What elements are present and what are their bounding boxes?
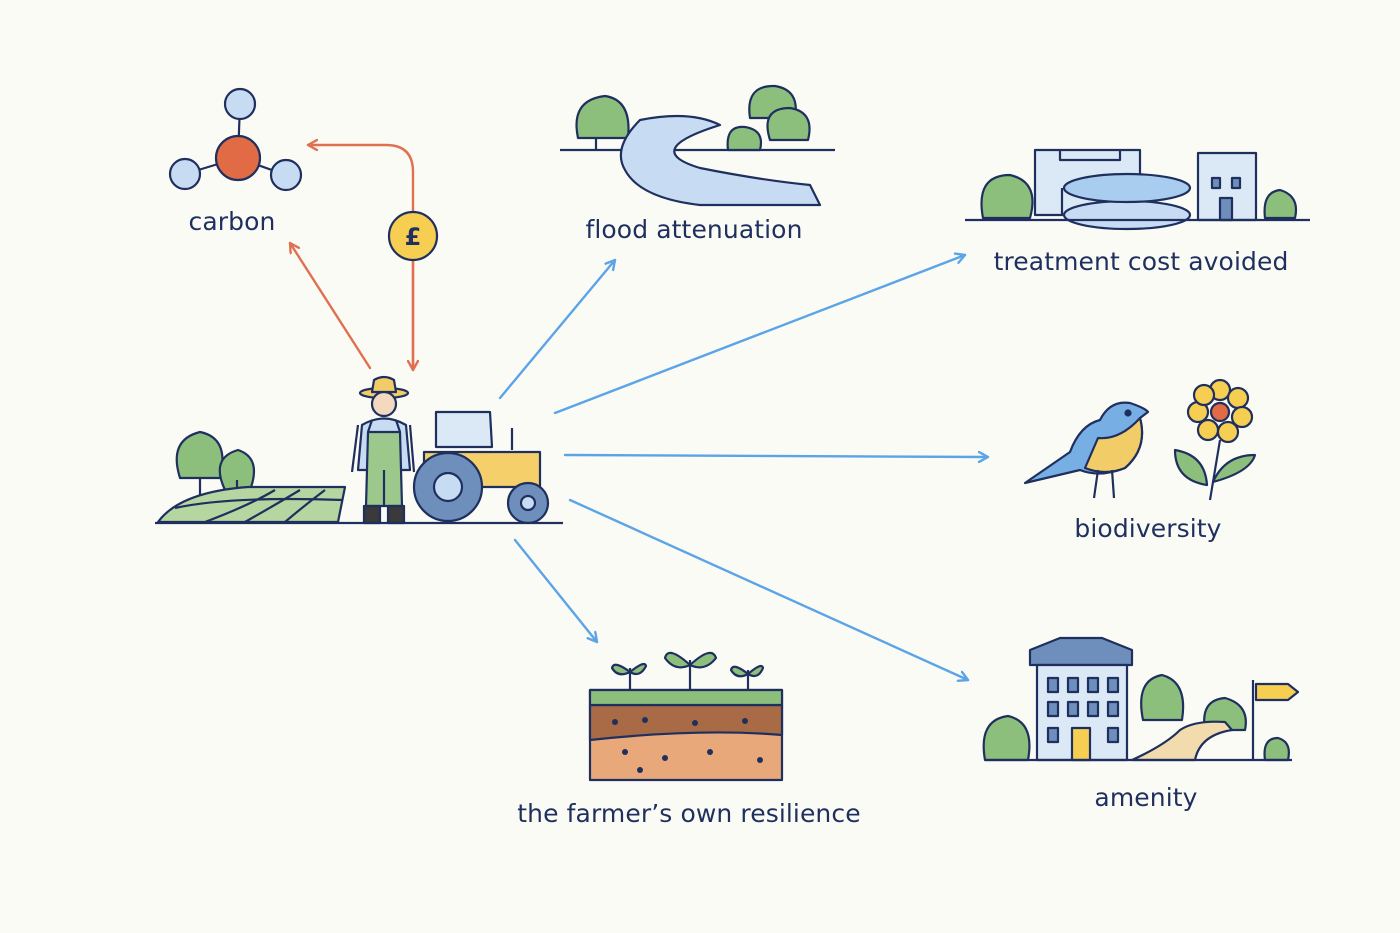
arrow-to-carbon	[288, 241, 372, 370]
label-farmer-resilience: the farmer’s own resilience	[517, 799, 861, 828]
bird-icon	[1023, 401, 1150, 499]
carbon-arrows	[288, 145, 415, 372]
label-treatment-cost-avoided: treatment cost avoided	[993, 247, 1289, 276]
payment-return-arrow	[306, 145, 415, 370]
arrow-to-flood	[498, 258, 617, 400]
treatment-plant-icon	[965, 148, 1310, 231]
tree-icon	[175, 430, 256, 498]
label-amenity: amenity	[1094, 783, 1198, 812]
field-icon	[156, 485, 347, 524]
farm-scene	[155, 375, 563, 525]
carbon-molecule-icon	[168, 87, 303, 192]
amenity-icon	[982, 636, 1300, 762]
pound-coin-icon: £	[387, 210, 439, 262]
farmer-icon	[350, 375, 416, 525]
benefit-arrows	[498, 255, 990, 680]
tractor-icon	[412, 410, 550, 525]
svg-text:£: £	[405, 223, 422, 251]
flower-icon	[1173, 378, 1257, 501]
arrow-to-resilience	[513, 538, 599, 644]
label-flood-attenuation: flood attenuation	[585, 215, 803, 244]
arrow-to-treatment	[553, 255, 967, 415]
label-biodiversity: biodiversity	[1074, 514, 1222, 543]
arrow-to-amenity	[568, 498, 970, 680]
arrow-to-biodiversity	[563, 455, 990, 457]
soil-icon	[588, 651, 784, 782]
river-icon	[560, 84, 835, 207]
label-carbon: carbon	[188, 207, 276, 236]
